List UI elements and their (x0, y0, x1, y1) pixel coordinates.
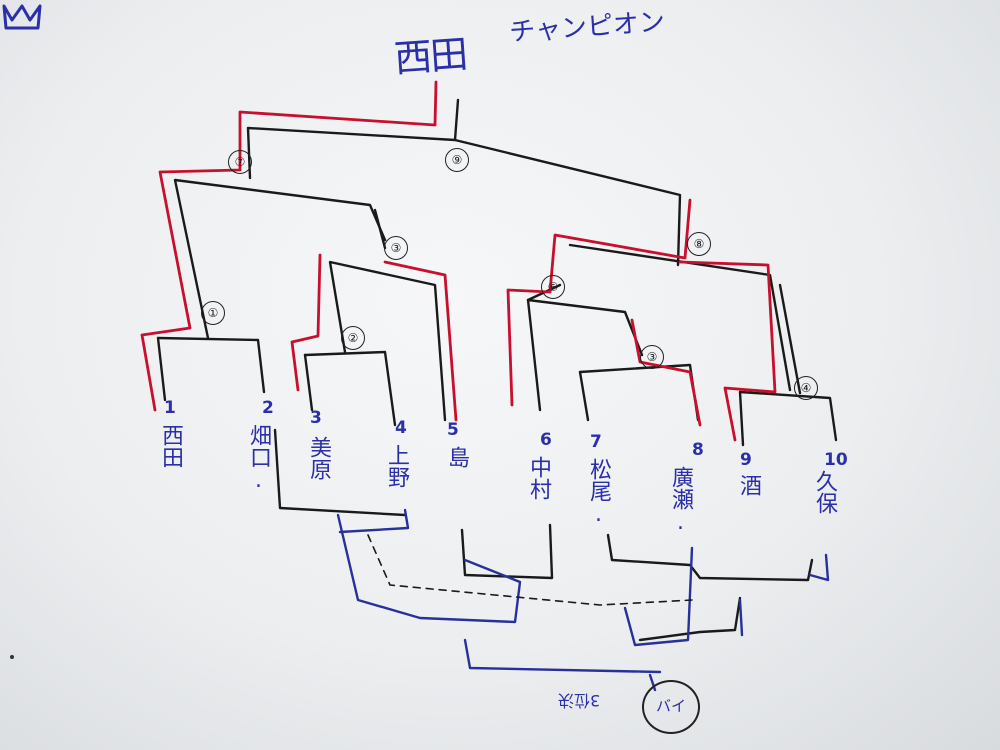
consolation-blue-r2 (738, 598, 744, 637)
consolation-line-left (273, 428, 407, 517)
player-name-7: 松尾. (586, 458, 611, 527)
seed-3: 3 (310, 408, 322, 428)
seed-7: 7 (590, 432, 602, 452)
seed-1: 1 (164, 398, 176, 418)
player-name-3: 美原 (306, 436, 331, 480)
player-name-6: 中村 (526, 456, 551, 500)
bracket-line-p3p4 (303, 350, 397, 427)
winner-path (140, 80, 777, 442)
bracket-line-m4-up (778, 283, 802, 395)
match-circle-m7: ⑦ (228, 150, 252, 174)
bracket-lines (156, 98, 838, 642)
bracket-line-m9-m8 (453, 138, 682, 267)
match-circle-m1: ① (201, 301, 225, 325)
marker-dot (10, 655, 14, 659)
bracket-line-p9 (738, 390, 745, 447)
winner-line-m8 (678, 260, 777, 442)
bye-circle: バイ (642, 680, 700, 734)
bracket-line-m6-m3b (526, 298, 644, 357)
seed-9: 9 (740, 450, 752, 470)
match-circle-m9: ⑨ (445, 148, 469, 172)
crown-icon (2, 4, 42, 30)
player-name-10: 久保 (812, 470, 837, 514)
player-name-9: 酒 (736, 474, 761, 496)
bracket-line-p7p8 (578, 363, 700, 422)
bracket-line-p9p10 (738, 390, 838, 442)
bracket-line-m7-m9 (246, 98, 460, 180)
player-name-4: 上野 (384, 444, 409, 488)
consolation-line-right (606, 533, 814, 582)
winner-line-m6 (506, 198, 692, 407)
match-circle-m6: ⑥ (541, 275, 565, 299)
winner-line-m3b (630, 318, 702, 427)
bracket-line-m8 (568, 243, 792, 392)
player-name-1: 西田 (158, 424, 183, 468)
consolation-blue-final (463, 638, 662, 674)
match-circle-m3b: ③ (640, 345, 664, 369)
dashed-line (367, 534, 693, 606)
bracket-line-p1p2 (156, 336, 266, 394)
seed-10: 10 (824, 450, 848, 470)
player-name-5: 島 (444, 446, 469, 468)
consolation-blue-l2 (338, 508, 410, 534)
bracket-line-m2-m3 (328, 260, 447, 422)
player-name-2: 畑口. (246, 424, 271, 493)
winner-line-m3 (383, 260, 458, 422)
consolation-blue-r3 (808, 553, 830, 582)
player-name-8: 廣瀬. (668, 466, 693, 535)
seed-6: 6 (540, 430, 552, 450)
seed-4: 4 (395, 418, 407, 438)
bracket-line-p1 (156, 336, 167, 402)
match-circle-m8: ⑧ (687, 232, 711, 256)
champion-name: 西田 (392, 31, 468, 81)
seed-8: 8 (692, 440, 704, 460)
match-circle-m2: ② (341, 326, 365, 350)
bracket-line-p7 (578, 370, 590, 422)
bracket-line-p3 (303, 353, 314, 412)
winner-line-champion (140, 80, 438, 412)
winner-line-m2 (290, 253, 322, 392)
consolation-line-br (638, 596, 742, 642)
consolation-blue-right (623, 546, 694, 647)
match-circle-m3: ③ (384, 236, 408, 260)
consolation-note: 3位決 (558, 691, 601, 710)
consolation-blue-left (336, 513, 522, 624)
seed-2: 2 (262, 398, 274, 418)
consolation-path (336, 508, 830, 692)
bracket-line-m3-up (373, 208, 387, 250)
consolation-line-mid (460, 523, 554, 580)
seed-5: 5 (447, 420, 459, 440)
match-circle-m4: ④ (794, 376, 818, 400)
